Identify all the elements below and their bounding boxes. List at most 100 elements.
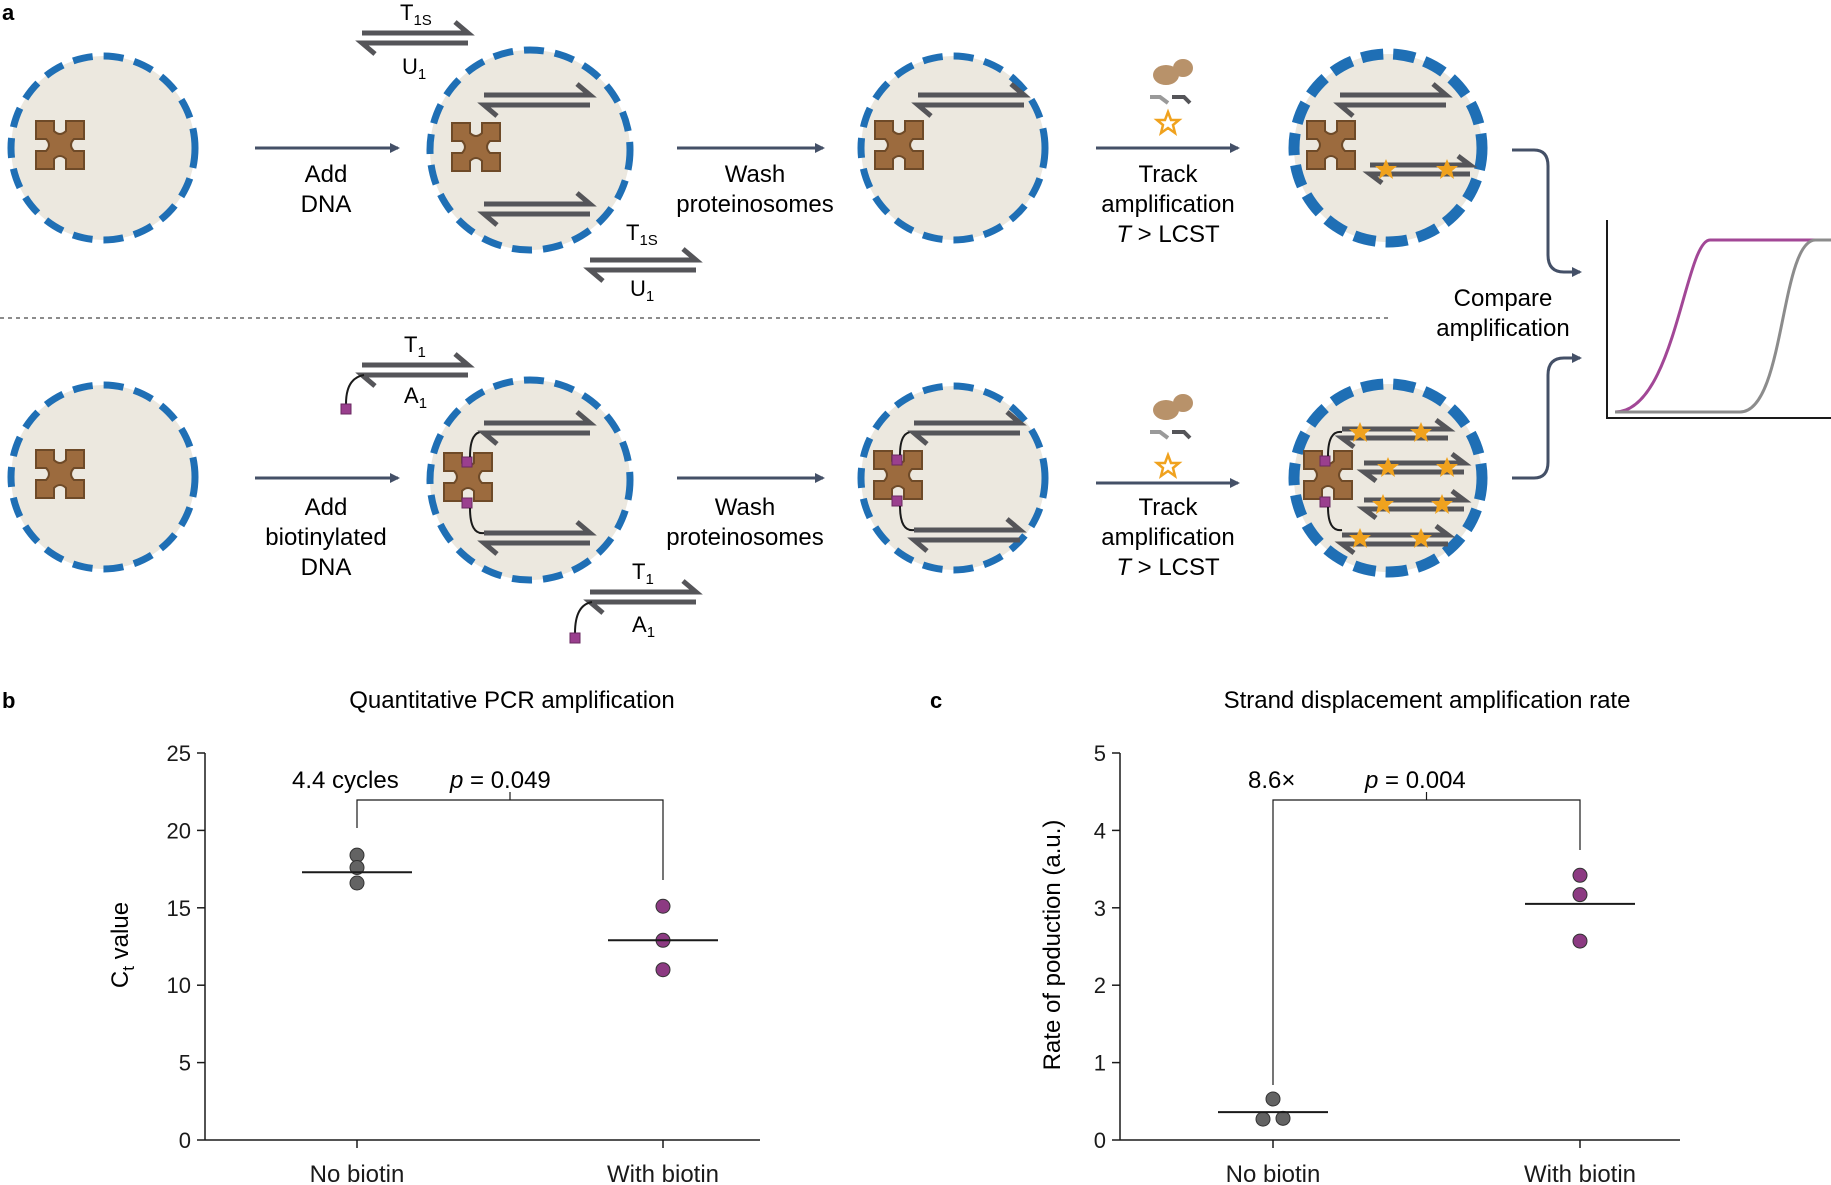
- data-point: [1255, 1111, 1271, 1127]
- step-label-condition: T > LCST: [1116, 221, 1220, 248]
- compare-label-line2: amplification: [1436, 315, 1569, 342]
- biotin-icon: [461, 456, 473, 468]
- star-icon: [1153, 108, 1183, 136]
- biotin-icon: [1319, 455, 1331, 467]
- step-label-add: Add: [305, 161, 348, 188]
- step-label-dna: DNA: [301, 554, 352, 581]
- chart-c-ylabel: Rate of poduction (a.u.): [1039, 820, 1066, 1071]
- strand-label-upper: T1S: [400, 0, 432, 29]
- dna-duplex: [477, 191, 597, 227]
- proteinosome-amplified-top: [1288, 48, 1488, 248]
- panel-c-label: c: [930, 688, 942, 713]
- y-tick-label: 1: [1094, 1051, 1106, 1076]
- star-icon: [1349, 528, 1371, 548]
- dna-duplex: [907, 410, 1027, 446]
- proteinosome-with-dna-top: [426, 46, 634, 254]
- y-tick-label: 20: [167, 818, 191, 843]
- dna-duplex: [911, 82, 1031, 118]
- biotin-icon: [891, 495, 903, 507]
- chart-b-annotation-fold: 4.4 cycles: [292, 767, 399, 794]
- dna-duplex-labelled: [1362, 154, 1478, 185]
- chart-c-title: Strand displacement amplification rate: [1224, 687, 1631, 714]
- panel-a: a Add DNA T1S U1: [0, 0, 1831, 644]
- step-label-proteinosomes: proteinosomes: [666, 524, 823, 551]
- star-icon: [1372, 494, 1394, 514]
- star-icon: [1377, 457, 1399, 477]
- x-tick-label: With biotin: [607, 1161, 719, 1185]
- y-tick-label: 0: [179, 1128, 191, 1153]
- star-icon: [1410, 528, 1432, 548]
- star-icon: [1375, 159, 1397, 179]
- dna-duplex-labelled: [1334, 524, 1456, 555]
- chart-c-annotation-fold: 8.6×: [1248, 767, 1295, 794]
- step-label-condition: T > LCST: [1116, 554, 1220, 581]
- dna-duplex: [477, 520, 597, 556]
- strand-label-lower: A1: [632, 612, 655, 641]
- y-tick-label: 5: [1094, 741, 1106, 766]
- chart-b-ylabel: Ct value: [107, 902, 138, 988]
- step-label-dna: DNA: [301, 191, 352, 218]
- biotin-icon: [891, 454, 903, 466]
- y-tick-label: 10: [167, 973, 191, 998]
- strand-label-lower: U1: [630, 276, 654, 305]
- protein-icon: [35, 449, 85, 499]
- dna-duplex-labelled: [1356, 452, 1472, 483]
- dna-duplex: [477, 410, 597, 446]
- proteinosome-washed-top: [857, 52, 1049, 244]
- strand-label-upper: T1: [632, 559, 654, 588]
- biotin-icon: [1319, 496, 1331, 508]
- strand-label-upper: T1S: [626, 220, 658, 249]
- panel-a-label: a: [2, 0, 15, 25]
- step-label-track: Track: [1138, 494, 1198, 521]
- chart-c-annotation-p: p = 0.004: [1364, 767, 1466, 794]
- reagents-icon: [1150, 394, 1193, 479]
- proteinosome-with-dna-bottom: [426, 376, 634, 584]
- step-label-amplification: amplification: [1101, 191, 1234, 218]
- star-icon: [1436, 159, 1458, 179]
- biotin-icon: [461, 497, 473, 509]
- strand-label-upper: T1: [404, 332, 426, 361]
- biotin-icon: [340, 403, 352, 415]
- protein-icon: [35, 120, 85, 170]
- step-label-amplification: amplification: [1101, 524, 1234, 551]
- step-label-add: Add: [305, 494, 348, 521]
- proteinosome-empty-top: [7, 52, 199, 244]
- protein-icon: [451, 122, 501, 172]
- curve-no-biotin: [1615, 238, 1831, 414]
- significance-bracket: [1272, 799, 1581, 1085]
- star-icon: [1153, 451, 1183, 479]
- bottom-row: Add biotinylated DNA T1 A1: [7, 332, 1488, 644]
- y-tick-label: 5: [179, 1051, 191, 1076]
- y-tick-label: 25: [167, 741, 191, 766]
- reagents-icon: [1150, 59, 1193, 136]
- free-dna-duplex: T1S U1: [355, 0, 475, 83]
- star-icon: [1349, 422, 1371, 442]
- step-label-track: Track: [1138, 161, 1198, 188]
- data-point: [1572, 867, 1588, 883]
- data-point: [1572, 887, 1588, 903]
- compare-label-line1: Compare: [1454, 285, 1553, 312]
- free-biotinylated-dna: T1 A1: [569, 559, 703, 644]
- y-tick-label: 2: [1094, 973, 1106, 998]
- y-tick-label: 0: [1094, 1128, 1106, 1153]
- connector-bottom: [1512, 353, 1582, 480]
- strand-label-lower: U1: [402, 54, 426, 83]
- strand-label-lower: A1: [404, 383, 427, 412]
- top-row: Add DNA T1S U1: [7, 0, 1488, 305]
- step-label-wash: Wash: [715, 494, 775, 521]
- data-point: [349, 875, 365, 891]
- dna-duplex: [907, 517, 1027, 553]
- data-point: [655, 962, 671, 978]
- biotin-icon: [569, 632, 581, 644]
- panel-b: b Quantitative PCR amplification Ct valu…: [2, 687, 760, 1185]
- proteinosome-amplified-bottom: [1288, 378, 1488, 578]
- panel-c: c Strand displacement amplification rate…: [930, 687, 1680, 1185]
- curve-with-biotin: [1614, 238, 1831, 414]
- star-icon: [1431, 494, 1453, 514]
- data-point: [1265, 1091, 1281, 1107]
- free-biotinylated-dna: T1 A1: [340, 332, 475, 415]
- amplification-curves-icon: [1606, 220, 1831, 419]
